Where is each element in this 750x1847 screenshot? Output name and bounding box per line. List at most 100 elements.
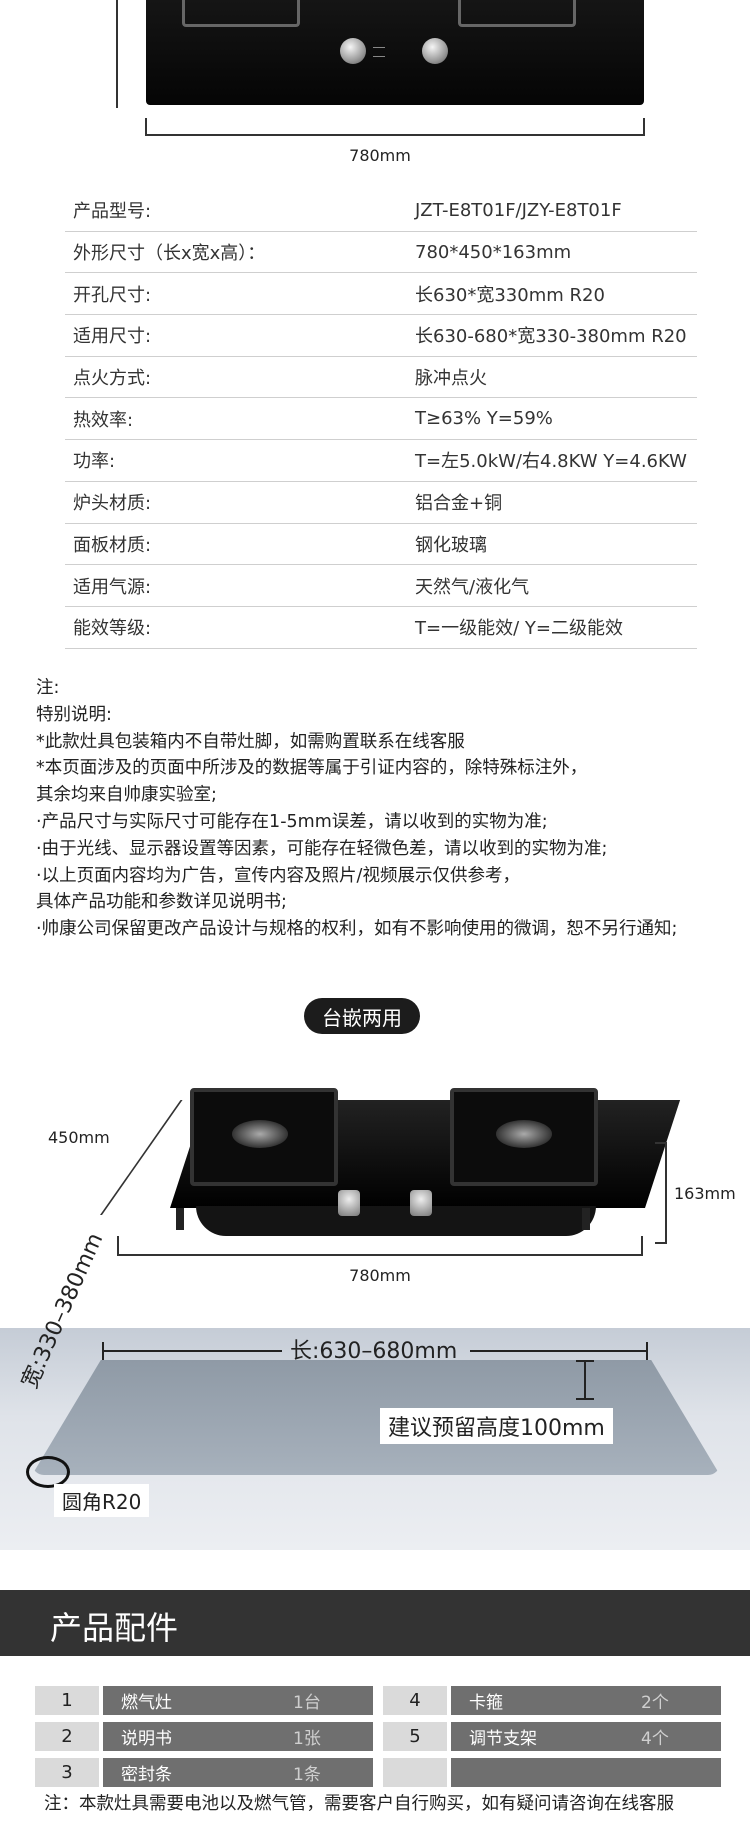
left-knob: [340, 38, 366, 64]
right-burner-cap: [496, 1120, 552, 1148]
accessories-note: 注：本款灶具需要电池以及燃气管，需要客户自行购买，如有疑问请咨询在线客服: [44, 1794, 674, 1814]
spec-value: 铝合金+铜: [415, 493, 503, 515]
note-line: ·以上页面内容均为广告，宣传内容及照片/视频展示仅供参考，: [36, 865, 520, 886]
notes-section: 注: 特别说明: *此款灶具包装箱内不自带灶脚，如需购置联系在线客服 *本页面涉及的页…: [36, 675, 736, 943]
spec-row: 面板材质: 钢化玻璃: [65, 524, 697, 566]
spec-label: 热效率:: [73, 409, 134, 431]
bottom-tray: [196, 1206, 596, 1236]
spec-label: 能效等级:: [73, 618, 152, 640]
dimension-line-left: [116, 0, 118, 108]
right-pan-support: [458, 0, 576, 27]
width-dimension-label: 780mm: [349, 146, 411, 165]
note-line: ·帅康公司保留更改产品设计与规格的权利，如有不影响使用的微调，恕不另行通知;: [36, 919, 678, 940]
height-dimension-line: [665, 1142, 667, 1244]
spec-label: 外形尺寸（长x宽x高）：: [73, 243, 266, 265]
accessory-quantity: 1条: [293, 1765, 321, 1785]
spec-value: 天然气/液化气: [415, 576, 530, 598]
note-line: 具体产品功能和参数详见说明书;: [36, 892, 287, 913]
spec-value: 780*450*163mm: [415, 241, 572, 263]
right-knob: [422, 38, 448, 64]
depth-label: 450mm: [48, 1128, 110, 1147]
left-pan-support: [182, 0, 300, 27]
note-line: 注:: [36, 678, 60, 698]
spec-value: T≥63% Y=59%: [415, 408, 553, 430]
accessory-number-empty: [383, 1758, 447, 1787]
width-tick-left: [117, 1236, 119, 1256]
spec-label: 功率:: [73, 451, 116, 473]
spec-value: 长630*宽330mm R20: [415, 284, 605, 306]
accessories-title: 产品配件: [50, 1609, 179, 1647]
knob-marking: [373, 47, 385, 57]
clearance-tick: [576, 1398, 594, 1400]
stove-top-image: [146, 0, 644, 105]
spec-row: 外形尺寸（长x宽x高）： 780*450*163mm: [65, 232, 697, 274]
spec-row: 热效率: T≥63% Y=59%: [65, 398, 697, 441]
spec-row: 适用气源: 天然气/液化气: [65, 565, 697, 607]
spec-row: 开孔尺寸: 长630*宽330mm R20: [65, 273, 697, 316]
spec-label: 点火方式:: [73, 368, 152, 390]
spec-value: 长630-680*宽330-380mm R20: [415, 326, 687, 348]
bottom-width-label: 780mm: [349, 1266, 411, 1285]
accessory-number: 1: [35, 1686, 99, 1715]
spec-label: 开孔尺寸:: [73, 284, 152, 306]
spec-row: 功率: T=左5.0kW/右4.8KW Y=4.6KW: [65, 440, 697, 482]
accessory-item: 燃气灶 1台: [103, 1686, 373, 1715]
note-line: *此款灶具包装箱内不自带灶脚，如需购置联系在线客服: [36, 731, 465, 752]
clearance-label: 建议预留高度100mm: [380, 1408, 613, 1444]
clearance-tick: [576, 1360, 594, 1362]
stove-leg: [176, 1208, 184, 1230]
spec-row: 炉头材质: 铝合金+铜: [65, 482, 697, 524]
spec-label: 面板材质:: [73, 534, 152, 556]
length-line-left: [102, 1350, 282, 1352]
accessory-name: 密封条: [121, 1765, 172, 1785]
spec-row: 能效等级: T=一级能效/ Y=二级能效: [65, 607, 697, 649]
accessory-quantity: 1张: [293, 1729, 321, 1749]
install-type-badge: 台嵌两用: [304, 998, 420, 1034]
accessory-name: 说明书: [121, 1729, 172, 1749]
accessory-number: 2: [35, 1722, 99, 1751]
spec-value: 钢化玻璃: [415, 534, 487, 556]
note-line: ·产品尺寸与实际尺寸可能存在1-5mm误差，请以收到的实物为准;: [36, 811, 548, 832]
length-tick-right: [646, 1342, 648, 1360]
accessory-number: 4: [383, 1686, 447, 1715]
width-tick-right: [641, 1236, 643, 1256]
accessory-item: 调节支架 4个: [451, 1722, 721, 1751]
accessory-item: 密封条 1条: [103, 1758, 373, 1787]
accessory-quantity: 4个: [641, 1729, 669, 1749]
dimension-tick-right: [643, 118, 645, 136]
bottom-width-line: [117, 1254, 643, 1256]
accessory-number: 5: [383, 1722, 447, 1751]
accessory-number: 3: [35, 1758, 99, 1787]
stove-leg: [582, 1208, 590, 1230]
accessory-name: 调节支架: [469, 1729, 537, 1749]
spec-value: T=左5.0kW/右4.8KW Y=4.6KW: [415, 451, 687, 473]
length-label: 长:630–680mm: [290, 1339, 458, 1364]
spec-label: 适用尺寸:: [73, 326, 152, 348]
spec-value: T=一级能效/ Y=二级能效: [415, 618, 623, 640]
left-burner-cap: [232, 1120, 288, 1148]
note-line: ·由于光线、显示器设置等因素，可能存在轻微色差，请以收到的实物为准;: [36, 838, 608, 859]
countertop-cutout: [32, 1360, 720, 1475]
accessory-name: 燃气灶: [121, 1693, 172, 1713]
left-burner-support: [190, 1088, 338, 1186]
height-dimension-tick: [655, 1142, 667, 1144]
note-line: 其余均来自帅康实验室;: [36, 785, 217, 806]
bottom-left-knob: [338, 1190, 360, 1216]
spec-label: 适用气源:: [73, 576, 152, 598]
bottom-right-knob: [410, 1190, 432, 1216]
note-line: 特别说明:: [36, 704, 112, 725]
corner-radius-circle: [26, 1456, 70, 1488]
depth-dimension-line: [100, 1100, 183, 1215]
spec-label: 炉头材质:: [73, 493, 152, 515]
accessory-quantity: 1台: [293, 1693, 321, 1713]
note-line: *本页面涉及的页面中所涉及的数据等属于引证内容的，除特殊标注外，: [36, 758, 588, 779]
accessory-name: 卡箍: [469, 1693, 503, 1713]
right-burner-support: [450, 1088, 598, 1186]
dimension-line-width: [145, 134, 645, 136]
accessories-header: [0, 1590, 750, 1656]
spec-value: 脉冲点火: [415, 368, 487, 390]
height-label: 163mm: [674, 1184, 736, 1203]
spec-row: 适用尺寸: 长630-680*宽330-380mm R20: [65, 315, 697, 357]
